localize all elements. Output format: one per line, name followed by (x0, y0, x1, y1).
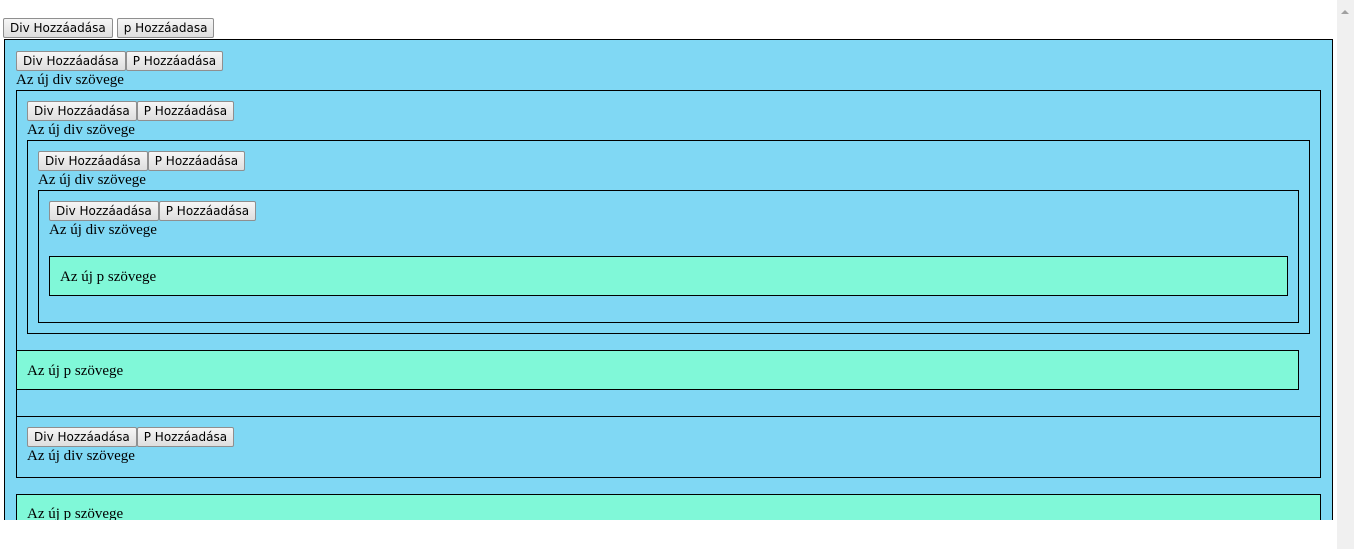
vertical-scrollbar[interactable] (1337, 0, 1354, 549)
paragraph-text: Az új p szövege (60, 269, 157, 285)
div-text: Az új div szövege (16, 72, 124, 88)
add-p-button[interactable]: P Hozzáadása (147, 151, 246, 171)
paragraph-box: Az új p szövege (49, 256, 1288, 296)
paragraph-text: Az új p szövege (27, 363, 124, 379)
div-text: Az új div szövege (49, 222, 157, 238)
add-div-button[interactable]: Div Hozzáadása (27, 427, 137, 447)
add-div-button[interactable]: Div Hozzáadása (49, 201, 159, 221)
paragraph-text: Az új p szövege (27, 506, 124, 520)
paragraph-box: Az új p szövege (16, 350, 1299, 390)
add-p-button[interactable]: P Hozzáadása (136, 427, 235, 447)
add-div-button[interactable]: Div Hozzáadása (3, 18, 113, 38)
div-text: Az új div szövege (27, 448, 135, 464)
add-p-button[interactable]: p Hozzáadasa (116, 18, 215, 38)
div-text: Az új div szövege (38, 172, 146, 188)
add-p-button[interactable]: P Hozzáadása (158, 201, 257, 221)
add-p-button[interactable]: P Hozzáadása (125, 51, 224, 71)
paragraph-box: Az új p szövege (16, 494, 1321, 520)
add-div-button[interactable]: Div Hozzáadása (38, 151, 148, 171)
add-div-button[interactable]: Div Hozzáadása (16, 51, 126, 71)
scroll-up-arrow-icon[interactable] (1341, 10, 1349, 14)
div-text: Az új div szövege (27, 122, 135, 138)
add-p-button[interactable]: P Hozzáadása (136, 101, 235, 121)
add-div-button[interactable]: Div Hozzáadása (27, 101, 137, 121)
